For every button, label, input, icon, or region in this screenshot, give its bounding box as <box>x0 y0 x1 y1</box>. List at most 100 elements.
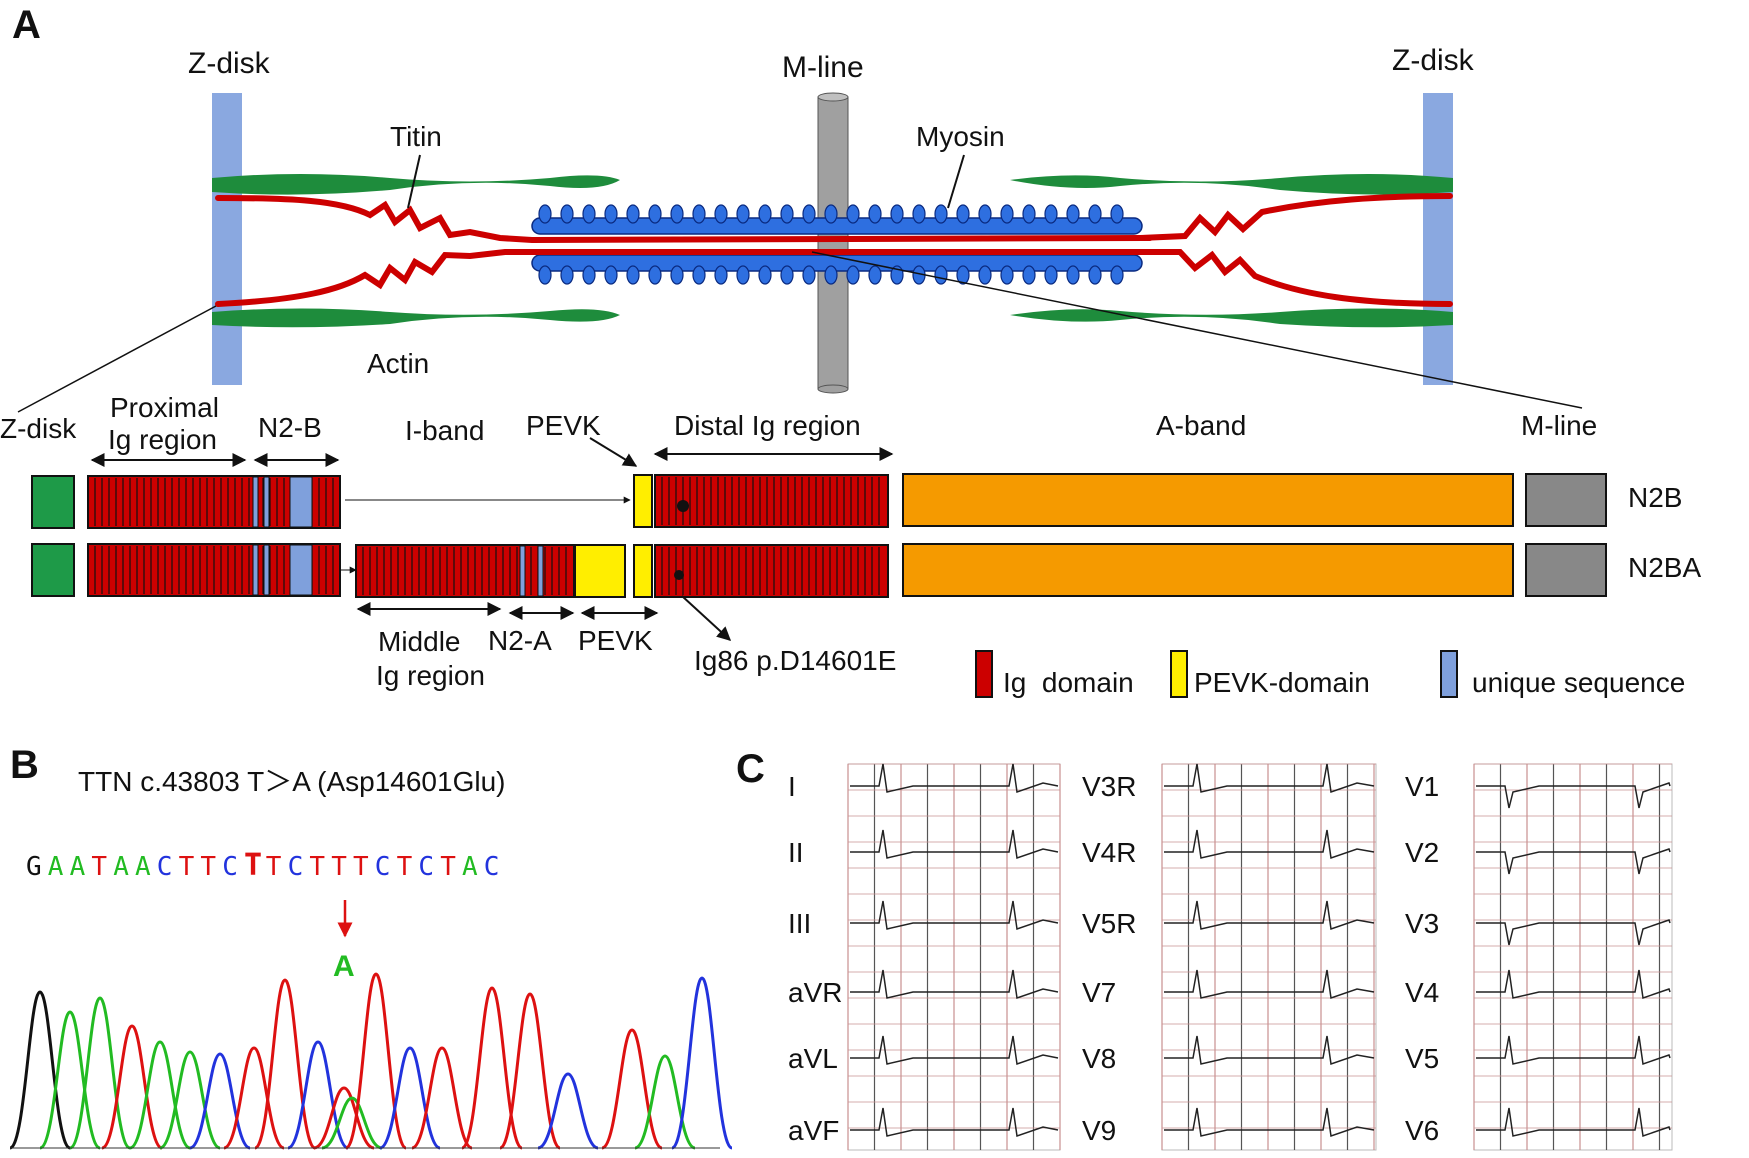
sequence-base: T <box>309 852 325 882</box>
chromatogram-peak <box>69 996 131 1150</box>
chromatogram-peak <box>189 1052 251 1150</box>
legend-swatch-ig <box>975 650 993 698</box>
sequence-base: A <box>135 852 151 882</box>
middle-label-2: Ig region <box>376 660 485 691</box>
ecg-trace <box>1476 1035 1671 1066</box>
ecg-lead-label: aVL <box>788 1043 838 1074</box>
sequence-base: T <box>91 852 107 882</box>
ecg-lead-label: V9 <box>1082 1115 1116 1146</box>
zoom-line-right <box>811 251 1583 409</box>
proximal-label-1: Proximal <box>110 392 219 423</box>
z-disk-left-label: Z-disk <box>188 47 271 80</box>
legend-swatch-unique <box>1440 650 1458 698</box>
m-line-domain-label: M-line <box>1521 410 1597 441</box>
legend: Ig domain PEVK-domain unique sequence <box>975 650 1685 698</box>
sequence-title: TTN c.43803 T＞A (Asp14601Glu) <box>78 766 505 797</box>
z-disk-left-bar <box>212 93 242 385</box>
chromatogram-peak <box>9 990 71 1150</box>
titin-filaments <box>215 193 1453 307</box>
legend-label-ig: Ig domain <box>1003 667 1134 698</box>
a-band-label: A-band <box>1156 410 1246 441</box>
z-disk-right-label: Z-disk <box>1392 44 1475 77</box>
ecg-trace <box>1164 1035 1375 1066</box>
ecg-grid <box>1473 763 1673 1151</box>
ecg-trace <box>850 1107 1059 1138</box>
ecg-panel: IIIIIIaVRaVLaVFV3RV4RV5RV7V8V9V1V2V3V4V5… <box>788 763 1673 1151</box>
chromatogram-peak <box>344 972 408 1150</box>
sequence-base: T <box>244 848 262 883</box>
isoform-n2b-label: N2B <box>1628 482 1682 513</box>
chromatogram-peak <box>379 1046 441 1150</box>
legend-swatch-pevk <box>1170 650 1188 698</box>
panel-b-letter: B <box>10 743 39 787</box>
proximal-label-2: Ig region <box>108 424 217 455</box>
m-line-top-label: M-line <box>782 51 864 84</box>
ecg-grid <box>1161 763 1377 1151</box>
domain-architecture: Z-disk Proximal Ig region N2-B I-band PE… <box>0 392 1701 698</box>
ecg-lead-label: V1 <box>1405 771 1439 802</box>
ecg-lead-label: V8 <box>1082 1043 1116 1074</box>
ecg-trace <box>1476 1107 1671 1138</box>
ecg-lead-label: V7 <box>1082 977 1116 1008</box>
chromatogram-peak <box>411 1046 473 1150</box>
chromatogram-peak <box>159 1050 221 1150</box>
sequence-base: C <box>288 852 304 882</box>
ecg-lead-label: V3 <box>1405 908 1439 939</box>
ecg-lead-label: V5 <box>1405 1043 1439 1074</box>
sarcomere-diagram: Z-disk M-line Z-disk Titin Myosin Actin <box>17 44 1583 413</box>
myosin-label: Myosin <box>916 121 1005 152</box>
chromatogram-peak <box>39 1010 101 1150</box>
chromatogram-peak <box>537 1072 599 1150</box>
isoform-n2b-row <box>31 473 1607 529</box>
ecg-trace <box>1476 782 1671 809</box>
pevk-top-label: PEVK <box>526 410 601 441</box>
ecg-trace <box>1164 829 1375 860</box>
sequence-base: C <box>418 852 434 882</box>
ecg-trace <box>850 763 1059 794</box>
sequence-base: T <box>353 852 369 882</box>
z-disk-domain-label: Z-disk <box>0 413 77 444</box>
sequence-base: C <box>375 852 391 882</box>
ecg-lead-label: V2 <box>1405 837 1439 868</box>
ecg-trace <box>850 829 1059 860</box>
ecg-lead-label: aVF <box>788 1115 839 1146</box>
sequence-base: C <box>484 852 500 882</box>
sequence-base: C <box>222 852 238 882</box>
panel-a-letter: A <box>12 3 41 47</box>
sequence-base: A <box>48 852 64 882</box>
chromatogram-peak <box>129 1040 191 1150</box>
ecg-lead-label: III <box>788 908 811 939</box>
chromatogram-peak <box>223 1046 285 1150</box>
chromatogram-peak <box>460 986 524 1150</box>
n2a-label: N2-A <box>488 625 552 656</box>
ecg-trace <box>1476 848 1671 875</box>
ecg-lead-label: V3R <box>1082 771 1136 802</box>
n2b-label: N2-B <box>258 412 322 443</box>
m-line-cylinder <box>817 92 849 394</box>
zoom-line-left <box>17 305 217 413</box>
sequence-base: T <box>266 852 282 882</box>
sequence-base: A <box>70 852 86 882</box>
ecg-trace <box>850 900 1059 931</box>
pevk-bottom-label: PEVK <box>578 625 653 656</box>
sequence-base: T <box>179 852 195 882</box>
chromatogram-peak <box>313 1086 375 1150</box>
chromatogram-peak <box>321 1096 383 1150</box>
isoform-n2ba-label: N2BA <box>1628 552 1701 583</box>
ecg-trace <box>1476 919 1671 946</box>
chromatogram-peak <box>601 1028 663 1150</box>
distal-label: Distal Ig region <box>674 410 861 441</box>
i-band-label: I-band <box>405 415 484 446</box>
ecg-trace <box>1164 763 1375 794</box>
legend-label-unique: unique sequence <box>1472 667 1685 698</box>
legend-label-pevk: PEVK-domain <box>1194 667 1370 698</box>
ecg-lead-label: V6 <box>1405 1115 1439 1146</box>
ecg-lead-label: V4 <box>1405 977 1439 1008</box>
ecg-lead-label: I <box>788 771 796 802</box>
actin-filaments <box>212 174 1453 328</box>
sequence-base: A <box>462 852 478 882</box>
chromatogram-peak <box>499 992 561 1150</box>
z-disk-right-bar <box>1423 93 1453 385</box>
